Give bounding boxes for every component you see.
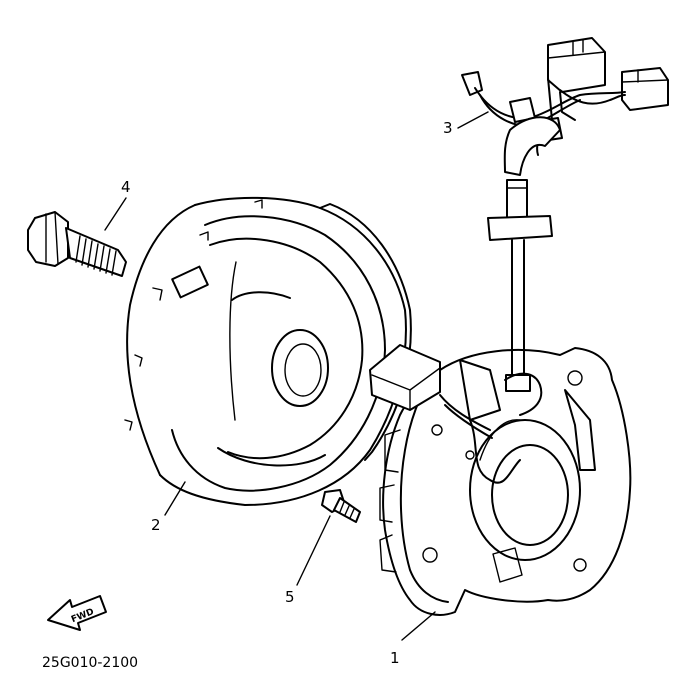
stator-assembly-part-1	[369, 344, 632, 616]
wire-harness-part-3	[461, 37, 669, 392]
leader-line-3	[457, 111, 489, 129]
forward-arrow-icon: FWD	[47, 595, 107, 631]
callout-3: 3	[443, 119, 453, 137]
leader-line-1	[401, 611, 436, 641]
callout-4: 4	[121, 178, 131, 196]
leader-line-4	[104, 197, 127, 231]
callout-5: 5	[285, 588, 295, 606]
flywheel-rotor-part-2	[124, 196, 412, 506]
flange-bolt-part-4	[27, 211, 127, 277]
callout-2: 2	[151, 516, 161, 534]
screw-part-5	[321, 489, 361, 523]
callout-1: 1	[390, 649, 400, 667]
diagram-code: 25G010-2100	[42, 655, 138, 671]
leader-line-5	[296, 515, 331, 586]
leader-line-2	[164, 481, 186, 516]
